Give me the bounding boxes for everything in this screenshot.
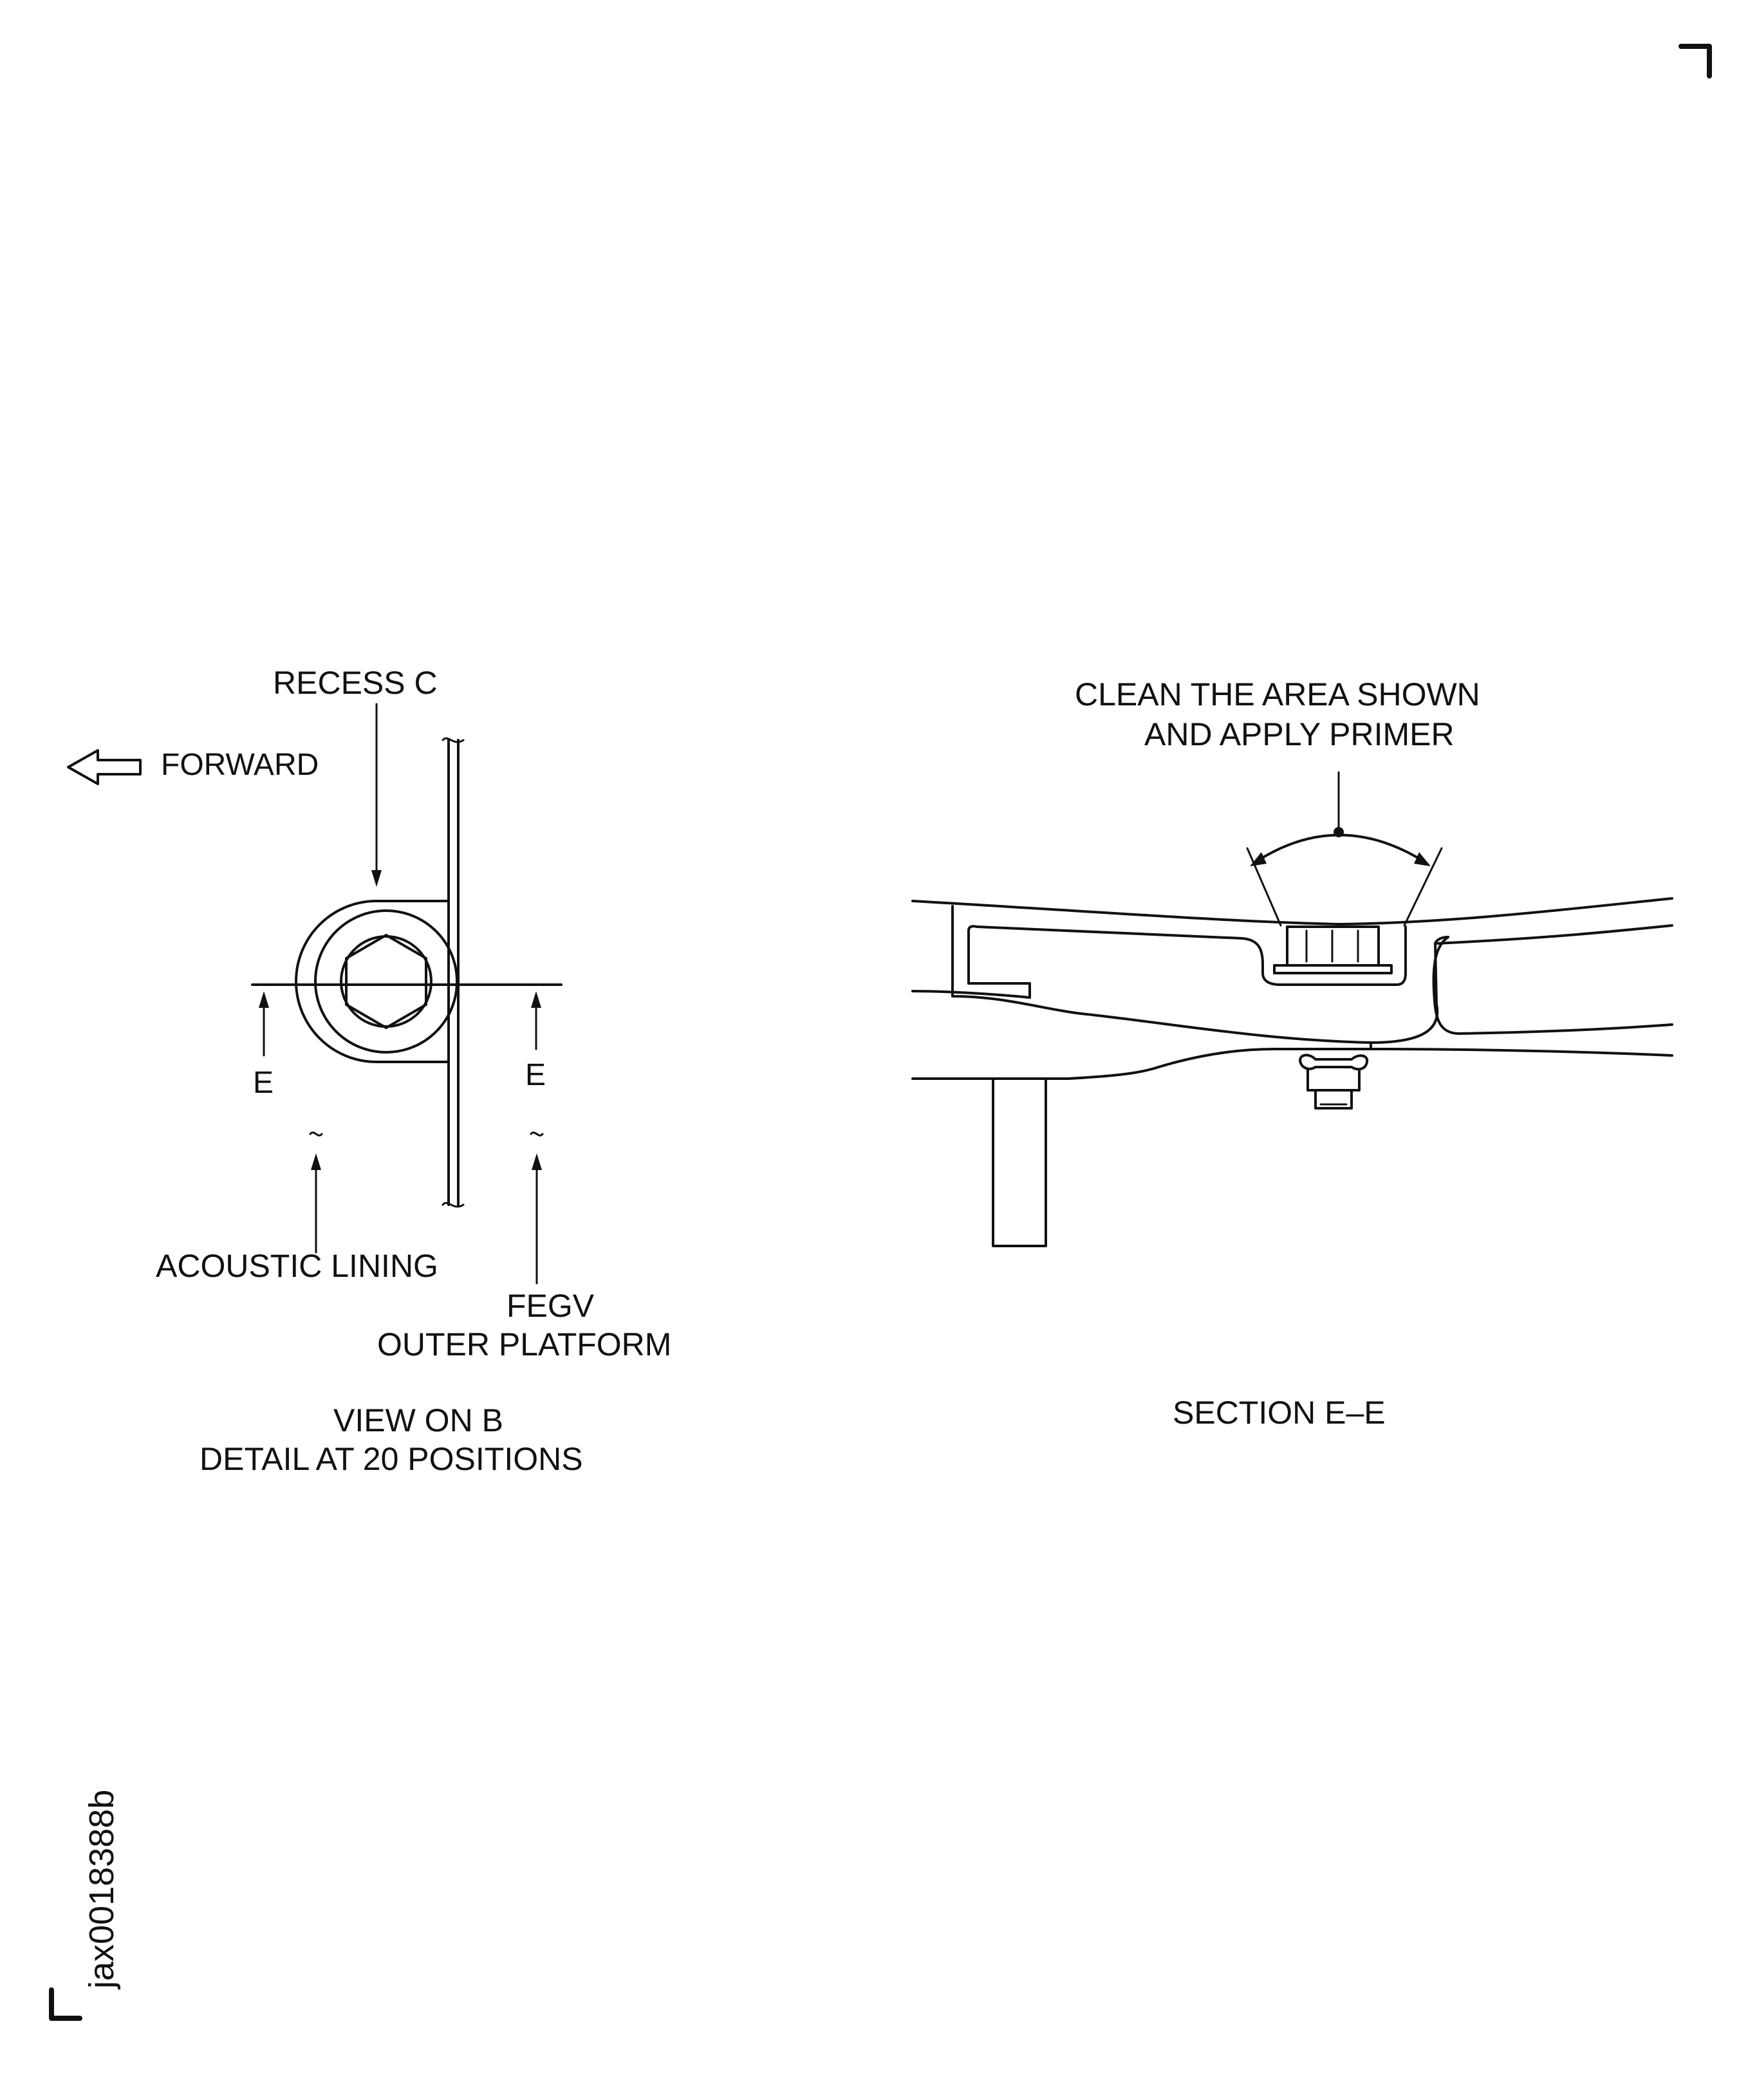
fegv-label-line2: OUTER PLATFORM: [377, 1326, 671, 1362]
casing-top-skin-inner: [1434, 924, 1673, 945]
bolt-hex-head: [345, 934, 427, 1029]
fegv-arrowhead: [532, 1153, 542, 1170]
panel-left-hook: [967, 925, 1407, 986]
section-mark-left: E: [253, 1066, 274, 1100]
recess-arrowhead: [371, 870, 382, 887]
acoustic-label: ACOUSTIC LINING: [156, 1248, 438, 1284]
corner-mark-bottom-left: [49, 1987, 82, 2021]
section-caption: SECTION E–E: [1173, 1395, 1386, 1431]
fegv-tilde-icon: [530, 1131, 544, 1137]
casing-stem: [992, 1077, 1047, 1247]
panel-left-lip: [967, 929, 1031, 998]
corner-mark-top-right: [1678, 44, 1712, 79]
recess-label: RECESS C: [273, 665, 438, 701]
platform-break-top-icon: [442, 737, 465, 743]
recess-circle: [314, 909, 458, 1054]
panel-right-outline: [1432, 936, 1673, 1035]
section-arrowhead-right: [531, 991, 541, 1008]
view-on-b: FORWARD RECESS C E E ACOUSTIC LINING: [67, 665, 671, 1477]
view-b-caption-line2: DETAIL AT 20 POSITIONS: [200, 1441, 583, 1477]
primer-arc-arrowhead-right: [1414, 852, 1431, 866]
section-arrowhead-left: [259, 991, 269, 1008]
casing-lower-skin: [911, 1048, 1673, 1080]
casing-top-skin: [911, 897, 1673, 925]
bolt-clip-body: [1306, 1068, 1361, 1092]
washer: [1273, 964, 1393, 974]
primer-extent-right: [1403, 847, 1443, 927]
view-b-caption-line1: VIEW ON B: [333, 1402, 503, 1438]
panel-left-outline: [951, 905, 1449, 1044]
forward-label: FORWARD: [161, 748, 319, 782]
bolt-shank-circle: [340, 935, 432, 1028]
section-e-e: CLEAN THE AREA SHOWN AND APPLY PRIMER: [911, 676, 1673, 1247]
bolt-head-lower: [1314, 1089, 1353, 1110]
bolt-clip-lower: [1299, 1054, 1369, 1071]
fegv-label-line1: FEGV: [507, 1288, 595, 1324]
primer-extent-left: [1246, 847, 1282, 927]
drawing-id: jax0018388b: [82, 1790, 121, 1990]
primer-area-arc: [1254, 833, 1427, 864]
primer-note-line1: CLEAN THE AREA SHOWN: [1075, 676, 1480, 712]
primer-note-line2: AND APPLY PRIMER: [1144, 716, 1455, 752]
panel-left-inner-line: [911, 990, 1031, 999]
acoustic-tilde-icon: [309, 1131, 323, 1137]
platform-break-bottom-icon: [442, 1202, 465, 1208]
section-mark-right: E: [525, 1058, 546, 1092]
boss-outline: [295, 900, 450, 1063]
forward-arrow-icon: [67, 749, 142, 785]
acoustic-arrowhead: [311, 1153, 321, 1170]
